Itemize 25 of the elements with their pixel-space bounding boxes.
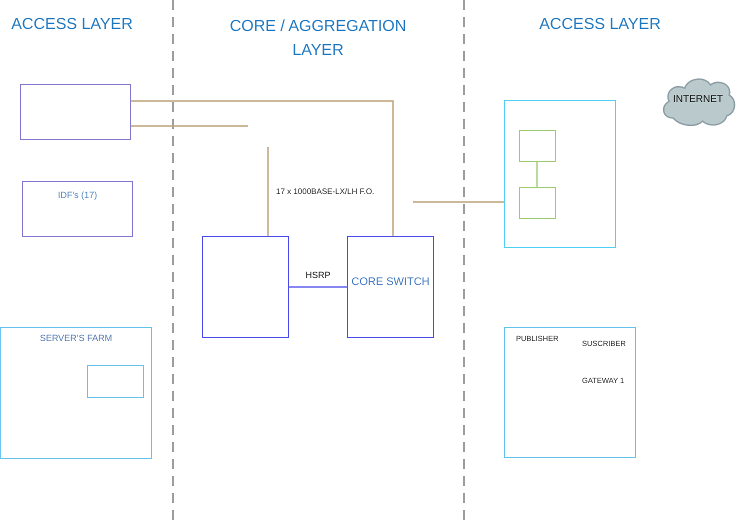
connector-line <box>289 286 347 288</box>
network-box <box>22 181 133 237</box>
device-box <box>87 365 144 398</box>
layer-heading: ACCESS LAYER <box>11 15 133 34</box>
connector-line <box>131 100 394 236</box>
node-label: INTERNET <box>672 94 724 106</box>
layer-heading: ACCESS LAYER <box>539 15 661 34</box>
network-box <box>20 84 131 140</box>
connector-line <box>267 147 269 236</box>
network-box <box>0 327 152 459</box>
connector-line <box>536 162 538 187</box>
network-box <box>504 327 636 458</box>
connector-line <box>131 125 248 127</box>
layer-heading: CORE / AGGREGATION LAYER <box>228 17 408 61</box>
network-box <box>504 100 616 248</box>
device-box <box>519 130 556 162</box>
node-label: SERVER’S FARM <box>38 333 114 344</box>
link-label: 17 x 1000BASE-LX/LH F.O. <box>276 187 374 197</box>
node-label: IDF’s (17) <box>56 190 98 201</box>
switch-box <box>347 236 434 338</box>
device-box <box>519 187 556 219</box>
node-label: CORE SWITCH <box>350 276 431 290</box>
connector-line <box>413 201 504 203</box>
edge-label: HSRP <box>304 270 333 280</box>
switch-box <box>202 236 289 338</box>
